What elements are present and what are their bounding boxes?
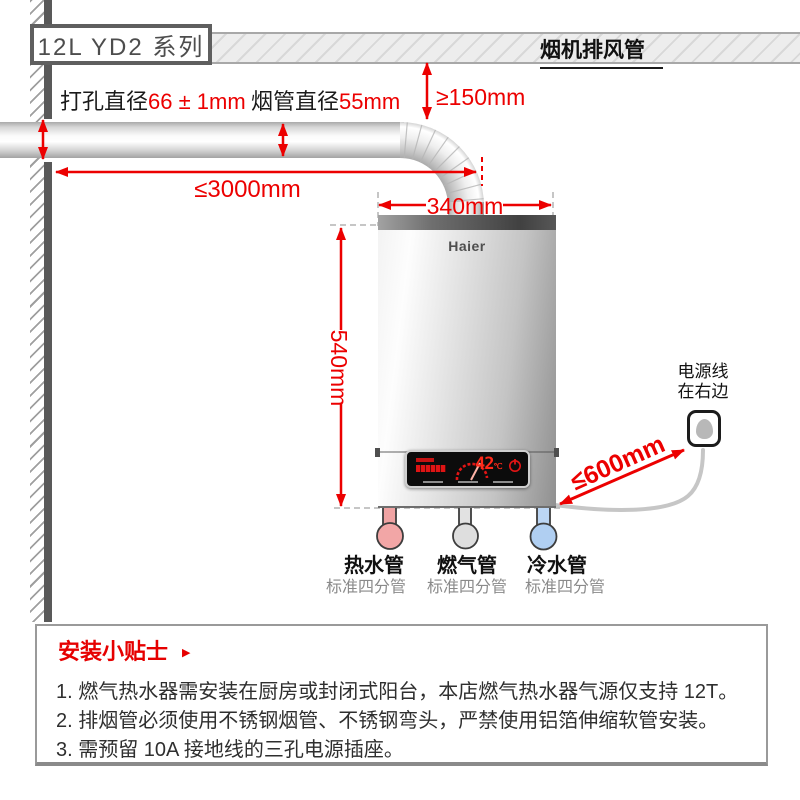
- cold-water-stem: [536, 506, 551, 528]
- gas-valve: [452, 522, 479, 550]
- led-indicator-icons: [416, 458, 434, 462]
- gas-stem: [458, 506, 472, 528]
- power-outlet: [687, 410, 721, 447]
- tip-item-2: 2. 排烟管必须使用不锈钢烟管、不锈钢弯头，严禁使用铝箔伸缩软管安装。: [56, 710, 719, 732]
- dim-top-clearance: ≥150mm: [436, 84, 526, 110]
- dim-duct-prefix: 烟管直径: [251, 89, 340, 114]
- outlet-note-line1: 电源线: [677, 362, 729, 381]
- duct-band-label: 烟机排风管: [540, 34, 663, 69]
- dim-heater-height: 540mm: [326, 329, 352, 407]
- wall-hatch: [30, 0, 44, 622]
- tips-arrow-icon: ▶: [182, 647, 191, 659]
- connection-pipes: [376, 506, 558, 551]
- legend-cold-water-spec: 标准四分管: [524, 579, 605, 596]
- elbow-corrugation: [403, 122, 484, 203]
- tip-item-3: 3. 需预留 10A 接地线的三孔电源插座。: [56, 739, 404, 761]
- dim-hole-prefix: 打孔直径: [60, 89, 149, 114]
- legend-cold-water: 冷水管: [527, 555, 587, 577]
- dim-max-duct-length: ≤3000mm: [194, 176, 301, 203]
- dim-duct-diameter: 烟管直径55mm: [251, 84, 400, 116]
- series-badge: 12L YD2 系列: [30, 24, 212, 65]
- touch-key-2: [458, 481, 478, 483]
- legend-hot-water: 热水管: [344, 555, 404, 577]
- hot-water-valve: [376, 522, 404, 550]
- temperature-unit: ℃: [493, 462, 502, 471]
- cold-water-valve: [529, 522, 558, 551]
- legend-gas: 燃气管: [437, 555, 497, 577]
- gauge-arc: [455, 462, 489, 481]
- tips-title-text: 安装小贴士: [58, 639, 169, 664]
- touch-key-3: [493, 481, 513, 483]
- exhaust-pipe-horizontal: [0, 122, 404, 158]
- power-icon: [509, 459, 521, 472]
- touch-key-1: [423, 481, 443, 483]
- heater-top-cap: [378, 215, 556, 230]
- dim-hole-diameter: 打孔直径66 ± 1mm: [60, 84, 246, 116]
- led-status-text: [416, 465, 446, 472]
- plug-icon: [695, 418, 713, 439]
- brand-logo: Haier: [448, 238, 486, 254]
- temperature-value: 42: [475, 454, 495, 474]
- legend-gas-spec: 标准四分管: [426, 579, 507, 596]
- dim-max-cord-length: ≤600mm: [566, 429, 670, 497]
- wall-bar-lower: [44, 162, 52, 622]
- tips-title: 安装小贴士 ▶: [58, 634, 190, 666]
- heater-bracket-right: [554, 448, 559, 457]
- heater-bracket-left: [375, 448, 380, 457]
- tips-box: [35, 624, 768, 766]
- tip-item-1: 1. 燃气热水器需安装在厨房或封闭式阳台，本店燃气热水器气源仅支持 12T。: [56, 681, 739, 703]
- outlet-note: 电源线 在右边: [668, 362, 738, 402]
- temperature-readout: 42℃: [475, 454, 502, 474]
- legend-hot-water-spec: 标准四分管: [325, 579, 406, 596]
- hot-water-stem: [382, 506, 397, 528]
- outlet-note-line2: 在右边: [677, 382, 729, 401]
- dim-heater-width: 340mm: [426, 193, 504, 219]
- dim-duct-value: 55mm: [339, 89, 401, 114]
- series-label: 12L YD2 系列: [37, 34, 205, 61]
- dim-hole-value: 66 ± 1mm: [148, 89, 246, 114]
- display-panel: 42℃: [405, 450, 530, 488]
